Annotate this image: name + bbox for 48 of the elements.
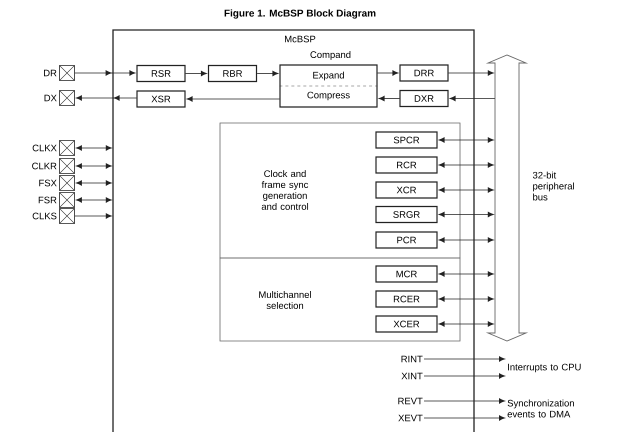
arrow (438, 137, 494, 143)
arrow (76, 163, 112, 169)
register-box: DXR (399, 90, 449, 108)
register-box: SRGR (375, 206, 438, 224)
register-box: RCER (375, 290, 438, 308)
register-box: SPCR (375, 131, 438, 149)
node-label: Compand (310, 51, 350, 60)
arrow (438, 321, 494, 327)
register-box: RCR (375, 156, 438, 174)
arrow (377, 70, 398, 76)
arrow (76, 95, 137, 101)
arrow (424, 373, 505, 379)
register-box: MCR (375, 265, 438, 283)
compand-box: Compand Expand Compress (279, 51, 378, 108)
arrow (438, 212, 494, 218)
register-box: DRR (399, 64, 449, 82)
signal-label: XEVT (398, 414, 423, 422)
arrow (76, 145, 112, 151)
register-box: RSR (136, 64, 186, 82)
arrow (438, 187, 494, 193)
register-box: PCR (375, 231, 438, 249)
arrow (424, 398, 505, 404)
arrow (424, 356, 505, 362)
signal-label: RINT (402, 356, 423, 362)
signal-label: REVT (398, 398, 423, 404)
arrow (424, 415, 505, 421)
signal-label: XINT (401, 372, 423, 380)
arrow (74, 70, 136, 76)
register-box: XCR (375, 181, 438, 199)
figure-title: Figure 1. McBSP Block Diagram (224, 9, 376, 19)
register-box: XSR (136, 90, 186, 108)
arrow (74, 213, 112, 219)
arrow (76, 197, 112, 203)
destination-label: Interrupts to CPU (508, 364, 581, 372)
destination-label: Synchronization events to DMA (508, 400, 574, 418)
arrow (438, 271, 494, 277)
arrow (186, 96, 280, 102)
arrow (438, 162, 494, 168)
arrow (256, 70, 278, 76)
arrow (450, 96, 496, 102)
arrow (76, 180, 112, 186)
arrow (438, 237, 494, 243)
register-box: XCER (375, 315, 438, 333)
arrow (448, 70, 494, 76)
arrow (438, 296, 494, 302)
register-box: RBR (208, 64, 258, 82)
arrow (378, 96, 400, 102)
arrow (185, 70, 207, 76)
